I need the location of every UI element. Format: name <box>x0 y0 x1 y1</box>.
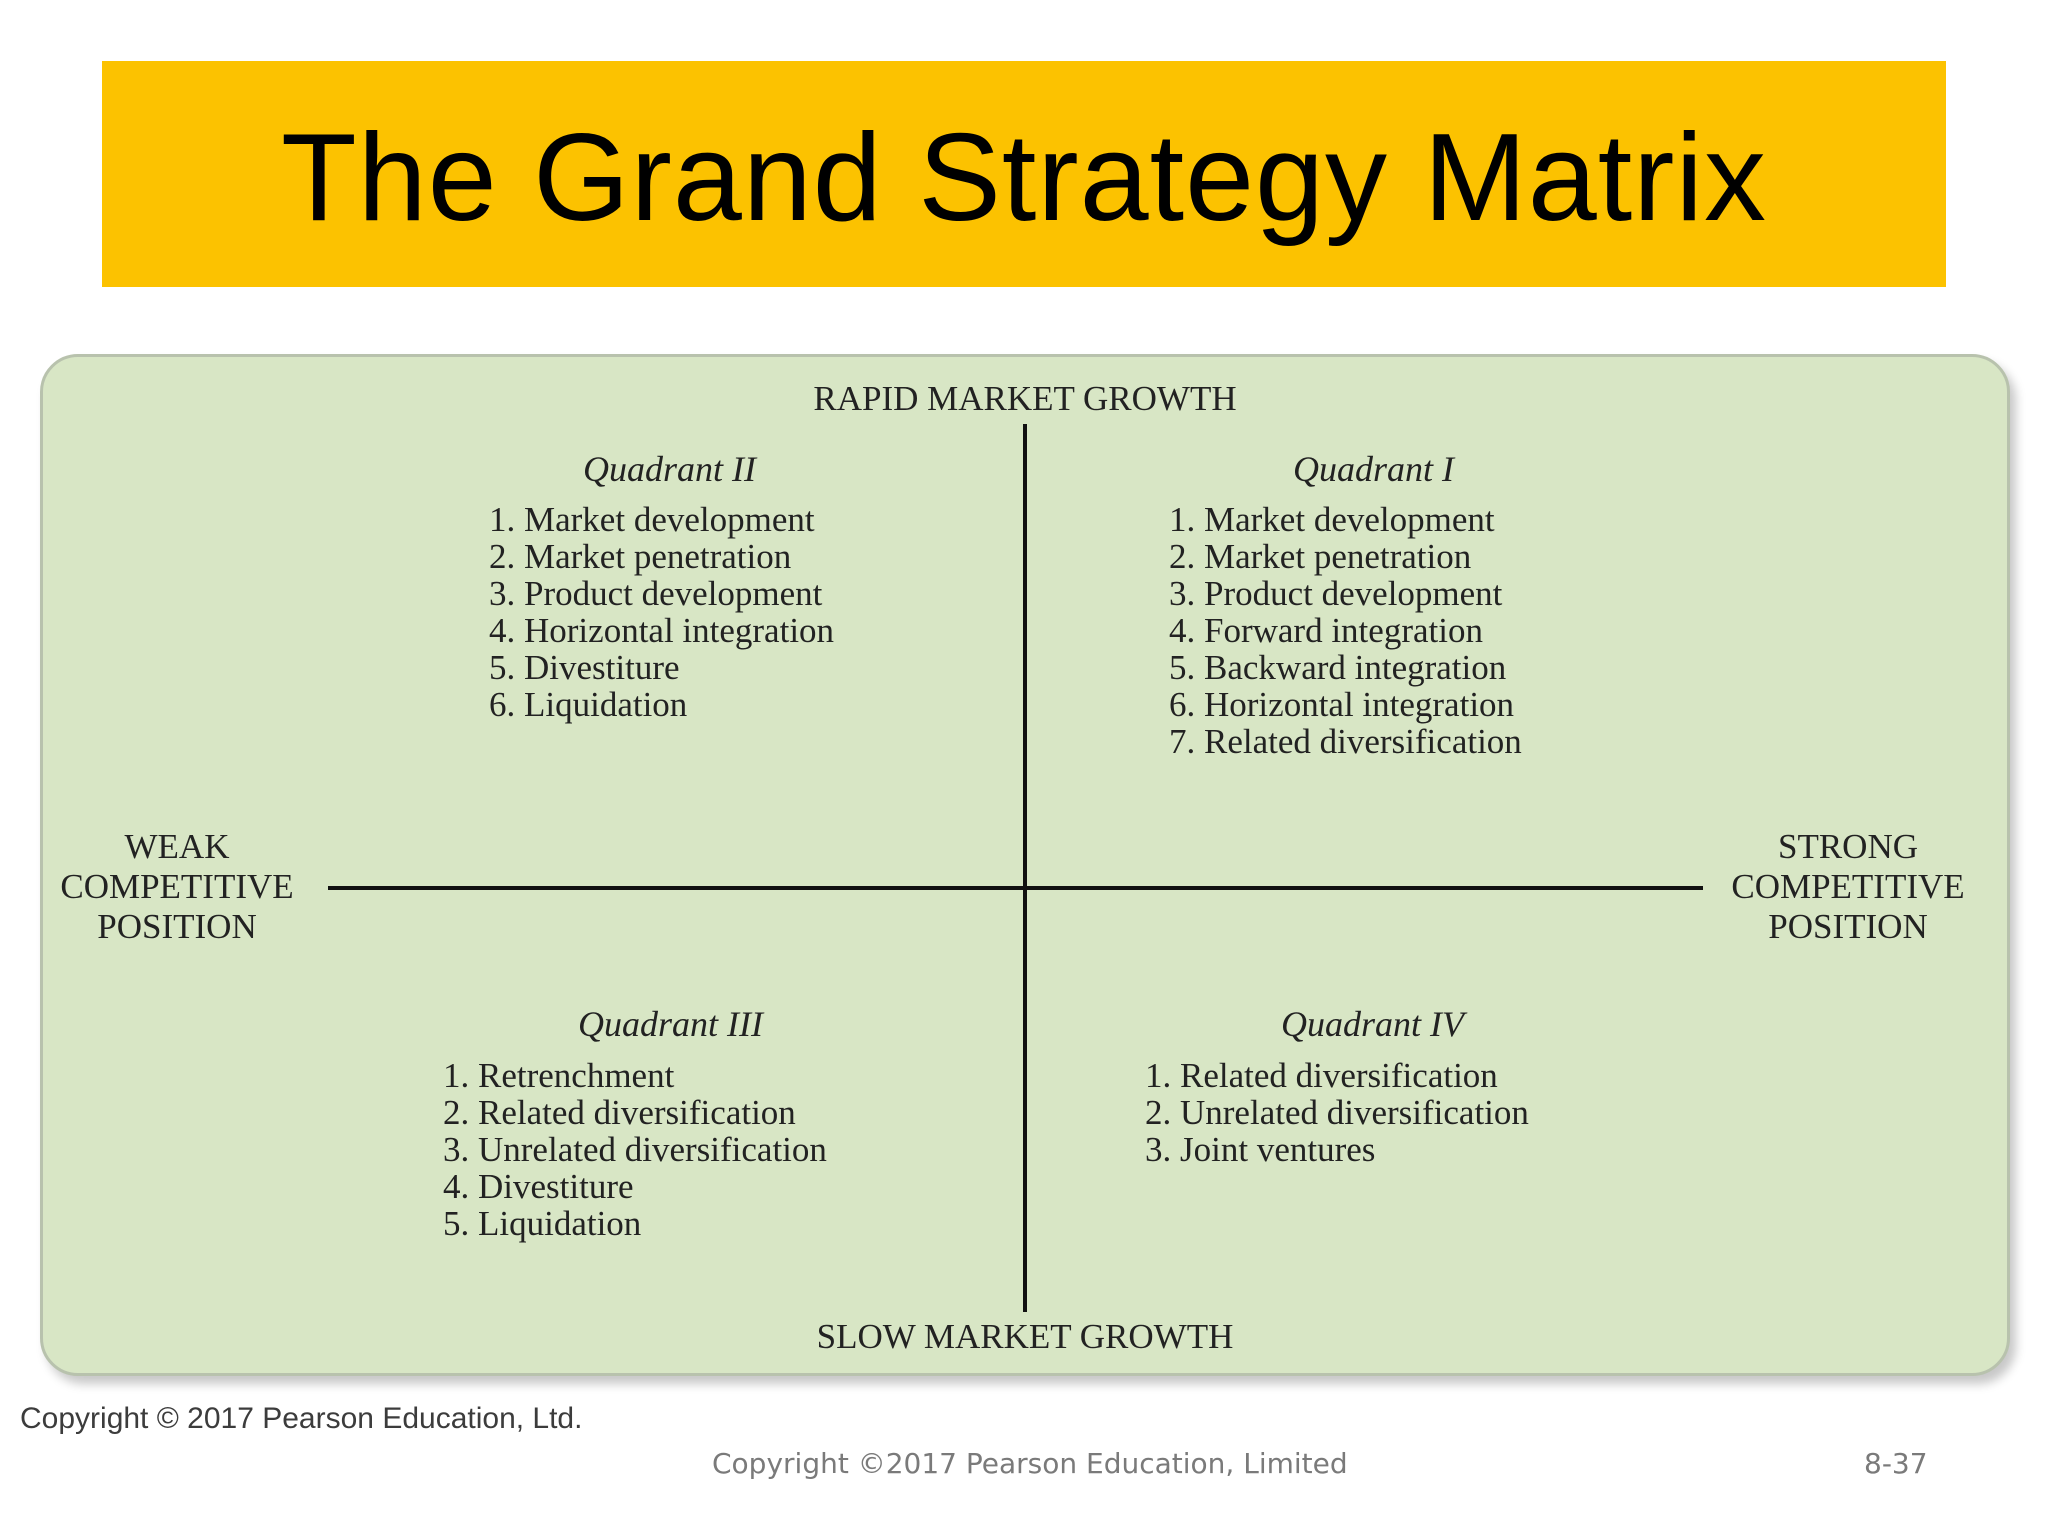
footer-copyright: Copyright ©2017 Pearson Education, Limit… <box>712 1447 1348 1480</box>
strategy-item: 5. Liquidation <box>443 1204 642 1243</box>
strategy-item: 4. Forward integration <box>1169 611 1483 650</box>
strategy-item: 1. Retrenchment <box>443 1056 675 1095</box>
strategy-item: 4. Divestiture <box>443 1167 634 1206</box>
right-axis-label-line: COMPETITIVE <box>1731 867 1965 906</box>
strategy-item: 5. Divestiture <box>489 648 680 687</box>
right-axis-label: STRONG COMPETITIVE POSITION <box>1703 827 1993 947</box>
slide-title: The Grand Strategy Matrix <box>281 109 1767 247</box>
left-axis-label: WEAK COMPETITIVE POSITION <box>55 827 299 947</box>
strategy-item: 3. Product development <box>1169 574 1503 613</box>
image-copyright-notice: Copyright © 2017 Pearson Education, Ltd. <box>20 1402 583 1435</box>
strategy-item: 4. Horizontal integration <box>489 611 835 650</box>
strategy-item: 2. Unrelated diversification <box>1145 1093 1529 1132</box>
quadrant-4-title: Quadrant IV <box>1281 1004 1464 1044</box>
grand-strategy-matrix: RAPID MARKET GROWTH SLOW MARKET GROWTH W… <box>40 354 2010 1376</box>
right-axis-label-line: STRONG <box>1777 827 1919 866</box>
strategy-item: 3. Product development <box>489 574 823 613</box>
left-axis-label-line: COMPETITIVE <box>60 867 294 906</box>
quadrant-1-title: Quadrant I <box>1293 449 1454 489</box>
strategy-item: 7. Related diversification <box>1169 722 1522 761</box>
top-axis-label: RAPID MARKET GROWTH <box>813 379 1237 418</box>
strategy-item: 2. Market penetration <box>1169 537 1472 576</box>
strategy-item: 3. Joint ventures <box>1145 1130 1376 1169</box>
strategy-item: 6. Liquidation <box>489 685 688 724</box>
horizontal-axis <box>328 886 1703 890</box>
left-axis-label-line: WEAK <box>124 827 230 866</box>
strategy-item: 6. Horizontal integration <box>1169 685 1515 724</box>
slide-number: 8-37 <box>1864 1447 1928 1480</box>
strategy-item: 2. Related diversification <box>443 1093 796 1132</box>
vertical-axis <box>1023 424 1027 1312</box>
left-axis-label-line: POSITION <box>97 907 257 946</box>
bottom-axis-label: SLOW MARKET GROWTH <box>816 1317 1234 1356</box>
quadrant-2-strategy-list: 1. Market development 2. Market penetrat… <box>489 501 834 723</box>
strategy-item: 1. Market development <box>489 500 815 539</box>
strategy-item: 1. Related diversification <box>1145 1056 1498 1095</box>
right-axis-label-line: POSITION <box>1768 907 1928 946</box>
quadrant-1-strategy-list: 1. Market development 2. Market penetrat… <box>1169 501 1522 760</box>
strategy-item: 3. Unrelated diversification <box>443 1130 827 1169</box>
title-banner: The Grand Strategy Matrix <box>102 61 1946 287</box>
quadrant-2-title: Quadrant II <box>583 449 756 489</box>
quadrant-3-title: Quadrant III <box>578 1004 763 1044</box>
strategy-item: 1. Market development <box>1169 500 1495 539</box>
strategy-item: 5. Backward integration <box>1169 648 1507 687</box>
quadrant-3-strategy-list: 1. Retrenchment 2. Related diversificati… <box>443 1057 827 1242</box>
quadrant-4-strategy-list: 1. Related diversification 2. Unrelated … <box>1145 1057 1529 1168</box>
strategy-item: 2. Market penetration <box>489 537 792 576</box>
